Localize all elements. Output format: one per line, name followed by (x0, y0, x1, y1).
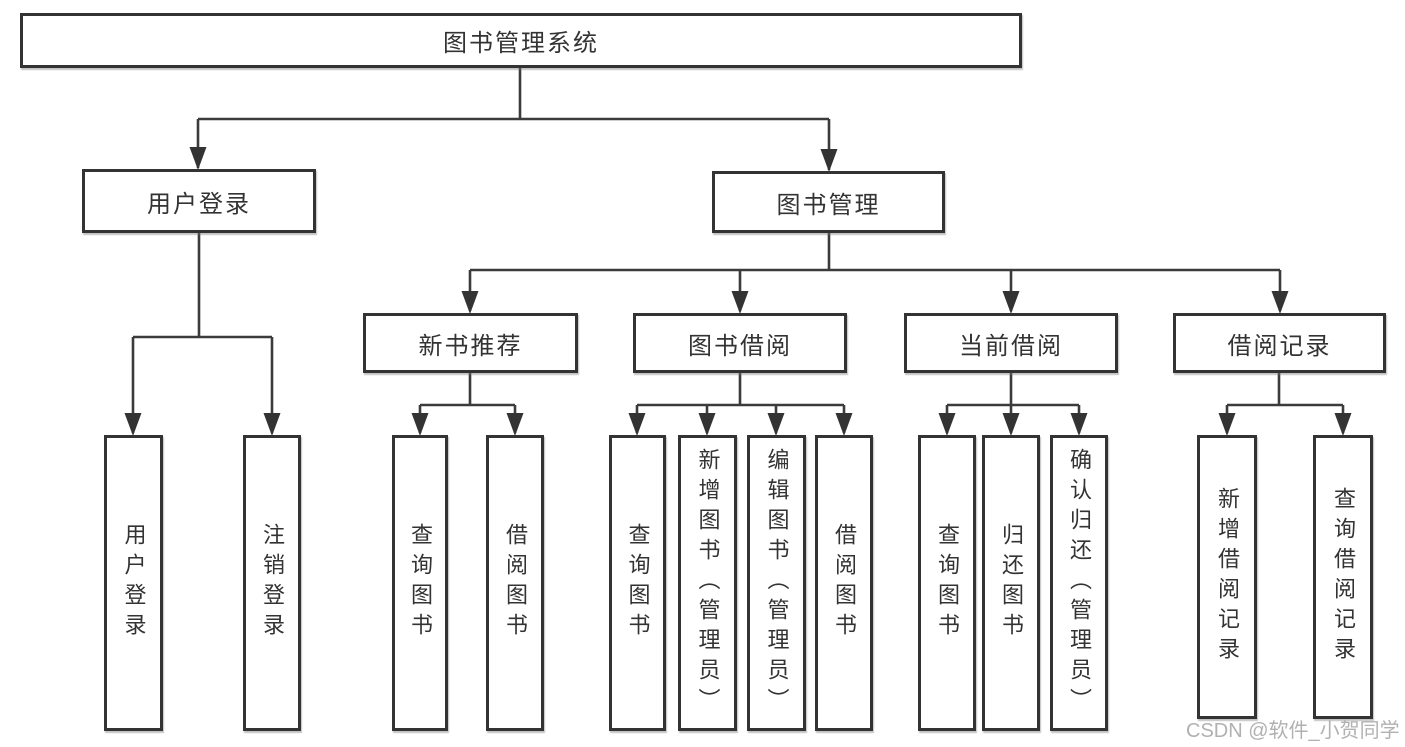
leaf-label: 借阅图书 (832, 523, 857, 643)
node-user-login: 用户登录 (82, 169, 316, 233)
leaf-label: 注销登录 (260, 523, 285, 643)
connector-new-book-recommend (418, 373, 517, 433)
node-book-borrow: 图书借阅 (633, 313, 847, 373)
leaf-query-books-current: 查询图书 (918, 435, 976, 731)
leaf-label: 编辑图书（管理员） (764, 448, 790, 718)
arrowhead (461, 291, 479, 314)
leaf-label: 用户登录 (121, 523, 147, 643)
connector-current-borrow (945, 373, 1081, 433)
connector-line-group (131, 68, 1345, 433)
arrowhead (124, 413, 142, 436)
node-library-management-system: 图书管理系统 (20, 13, 1022, 68)
arrowhead (1334, 413, 1352, 436)
leaf-label: 查询图书 (625, 523, 651, 643)
node-new-book-recommend: 新书推荐 (363, 313, 578, 373)
arrowhead (506, 413, 524, 436)
connector-borrow-records (1225, 373, 1345, 433)
leaf-query-books-borrow: 查询图书 (609, 435, 666, 731)
leaf-add-borrow-record: 新增借阅记录 (1197, 435, 1257, 719)
arrowhead (1002, 291, 1020, 314)
leaf-label: 归还图书 (999, 523, 1024, 643)
arrowhead (1070, 413, 1088, 436)
leaf-label: 查询图书 (935, 523, 960, 643)
leaf-edit-books-admin: 编辑图书（管理员） (747, 435, 806, 731)
leaf-user-login: 用户登录 (104, 435, 163, 731)
csdn-watermark: CSDN @软件_小贺同学 (1186, 720, 1400, 742)
leaf-label: 查询图书 (408, 523, 433, 643)
leaf-label: 借阅图书 (503, 523, 528, 643)
arrowhead (835, 413, 853, 436)
connector-user-login (131, 233, 274, 433)
node-borrow-records: 借阅记录 (1173, 313, 1386, 373)
leaf-label: 新增借阅记录 (1215, 487, 1240, 667)
arrowhead (938, 413, 956, 436)
arrowhead (698, 413, 716, 436)
arrowhead (767, 413, 785, 436)
leaf-borrow-books: 借阅图书 (815, 435, 873, 731)
arrowhead (731, 291, 749, 314)
leaf-borrow-books-recommend: 借阅图书 (486, 435, 544, 731)
connector-book-management (468, 233, 1282, 311)
arrowhead (628, 413, 646, 436)
connector-book-borrow (635, 373, 846, 433)
leaf-query-books-recommend: 查询图书 (392, 435, 448, 731)
arrowhead (1218, 413, 1236, 436)
node-current-borrow: 当前借阅 (904, 313, 1118, 373)
node-book-management: 图书管理 (712, 171, 945, 233)
arrowhead (820, 149, 838, 172)
leaf-logout: 注销登录 (243, 435, 301, 731)
leaf-label: 新增图书（管理员） (695, 448, 721, 718)
leaf-return-books: 归还图书 (982, 435, 1040, 731)
arrowhead (411, 413, 429, 436)
arrowhead (189, 147, 207, 170)
leaf-label: 确认归还（管理员） (1067, 448, 1092, 718)
arrowhead (1271, 291, 1289, 314)
leaf-add-books-admin: 新增图书（管理员） (678, 435, 737, 731)
leaf-query-borrow-record: 查询借阅记录 (1313, 435, 1373, 719)
leaf-label: 查询借阅记录 (1331, 487, 1356, 667)
connector-root (196, 68, 831, 170)
arrowhead (1002, 413, 1020, 436)
arrowhead (263, 413, 281, 436)
leaf-confirm-return-admin: 确认归还（管理员） (1050, 435, 1108, 731)
